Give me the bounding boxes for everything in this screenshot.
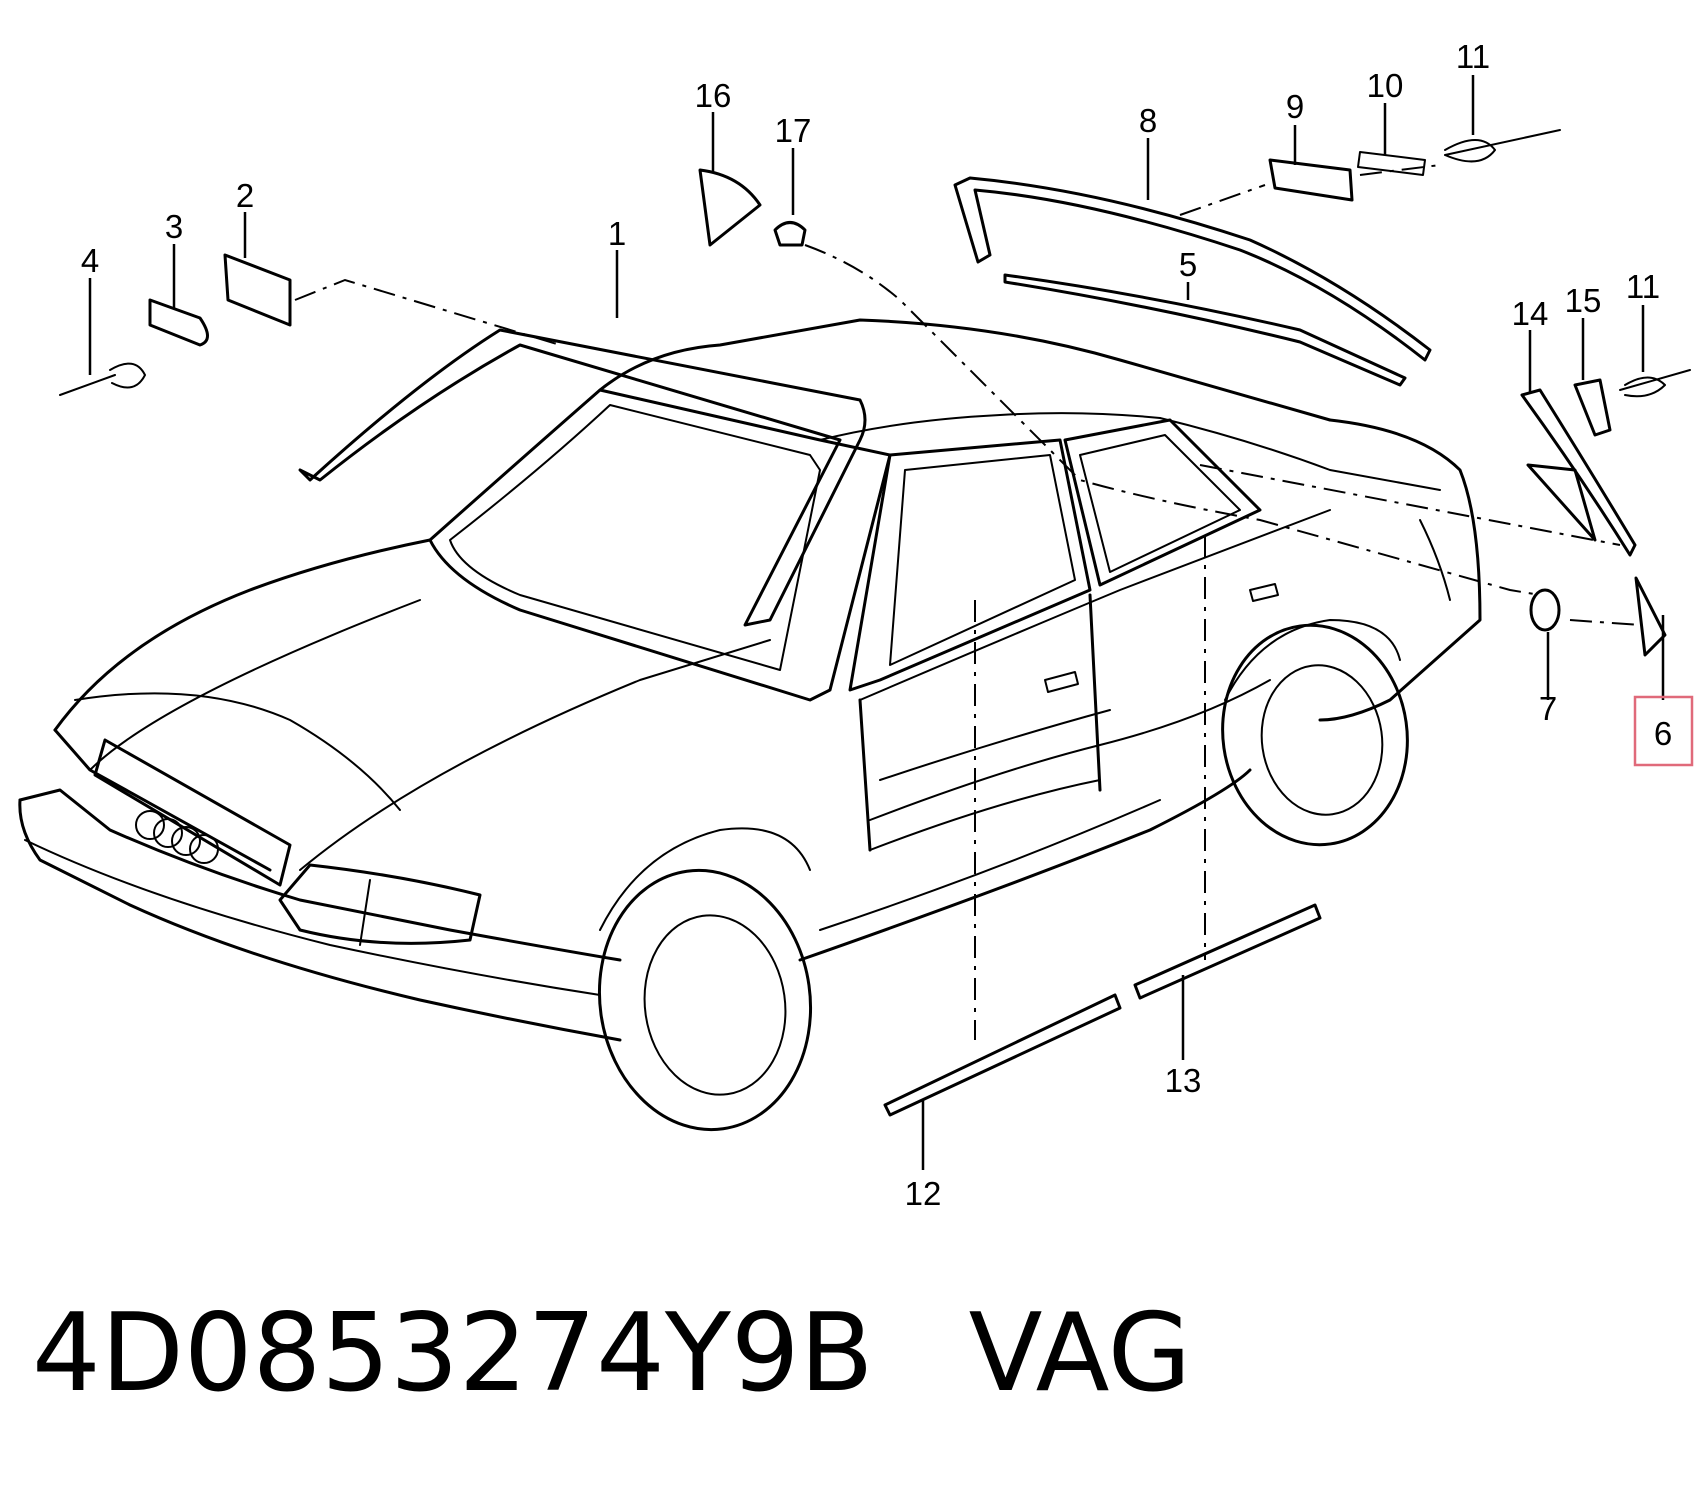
leader-lines	[88, 75, 1665, 1170]
callout-12: 12	[905, 1175, 942, 1212]
car-illustration	[18, 318, 1482, 1132]
callout-10: 10	[1367, 67, 1404, 104]
callout-11-top: 11	[1456, 38, 1490, 75]
callout-3: 3	[165, 208, 183, 245]
part-number: 4D0853274Y9B	[32, 1291, 874, 1416]
callout-1: 1	[608, 215, 626, 252]
callout-labels: 1 2 3 4 5 6 7 8 9 10 11 11 12 13 14 15 1…	[81, 38, 1694, 1212]
callout-4: 4	[81, 242, 99, 279]
rear-wheel	[1221, 619, 1409, 847]
callout-9: 9	[1286, 88, 1304, 125]
callout-11-right: 11	[1626, 268, 1660, 305]
parts	[59, 129, 1691, 1117]
callout-14: 14	[1512, 295, 1549, 332]
callout-16: 16	[695, 77, 732, 114]
callout-15: 15	[1565, 282, 1602, 319]
callout-6-highlight	[1633, 695, 1694, 767]
front-wheel	[597, 827, 813, 1132]
callout-5: 5	[1179, 246, 1197, 283]
callout-17: 17	[775, 112, 812, 149]
callout-2: 2	[236, 177, 254, 214]
callout-6: 6	[1654, 715, 1672, 752]
brand-name: VAG	[968, 1291, 1192, 1416]
callout-7: 7	[1539, 690, 1557, 727]
callout-8: 8	[1139, 102, 1157, 139]
assembly-lines	[294, 164, 1641, 1040]
audi-rings-icon	[135, 810, 219, 864]
callout-13: 13	[1165, 1062, 1202, 1099]
